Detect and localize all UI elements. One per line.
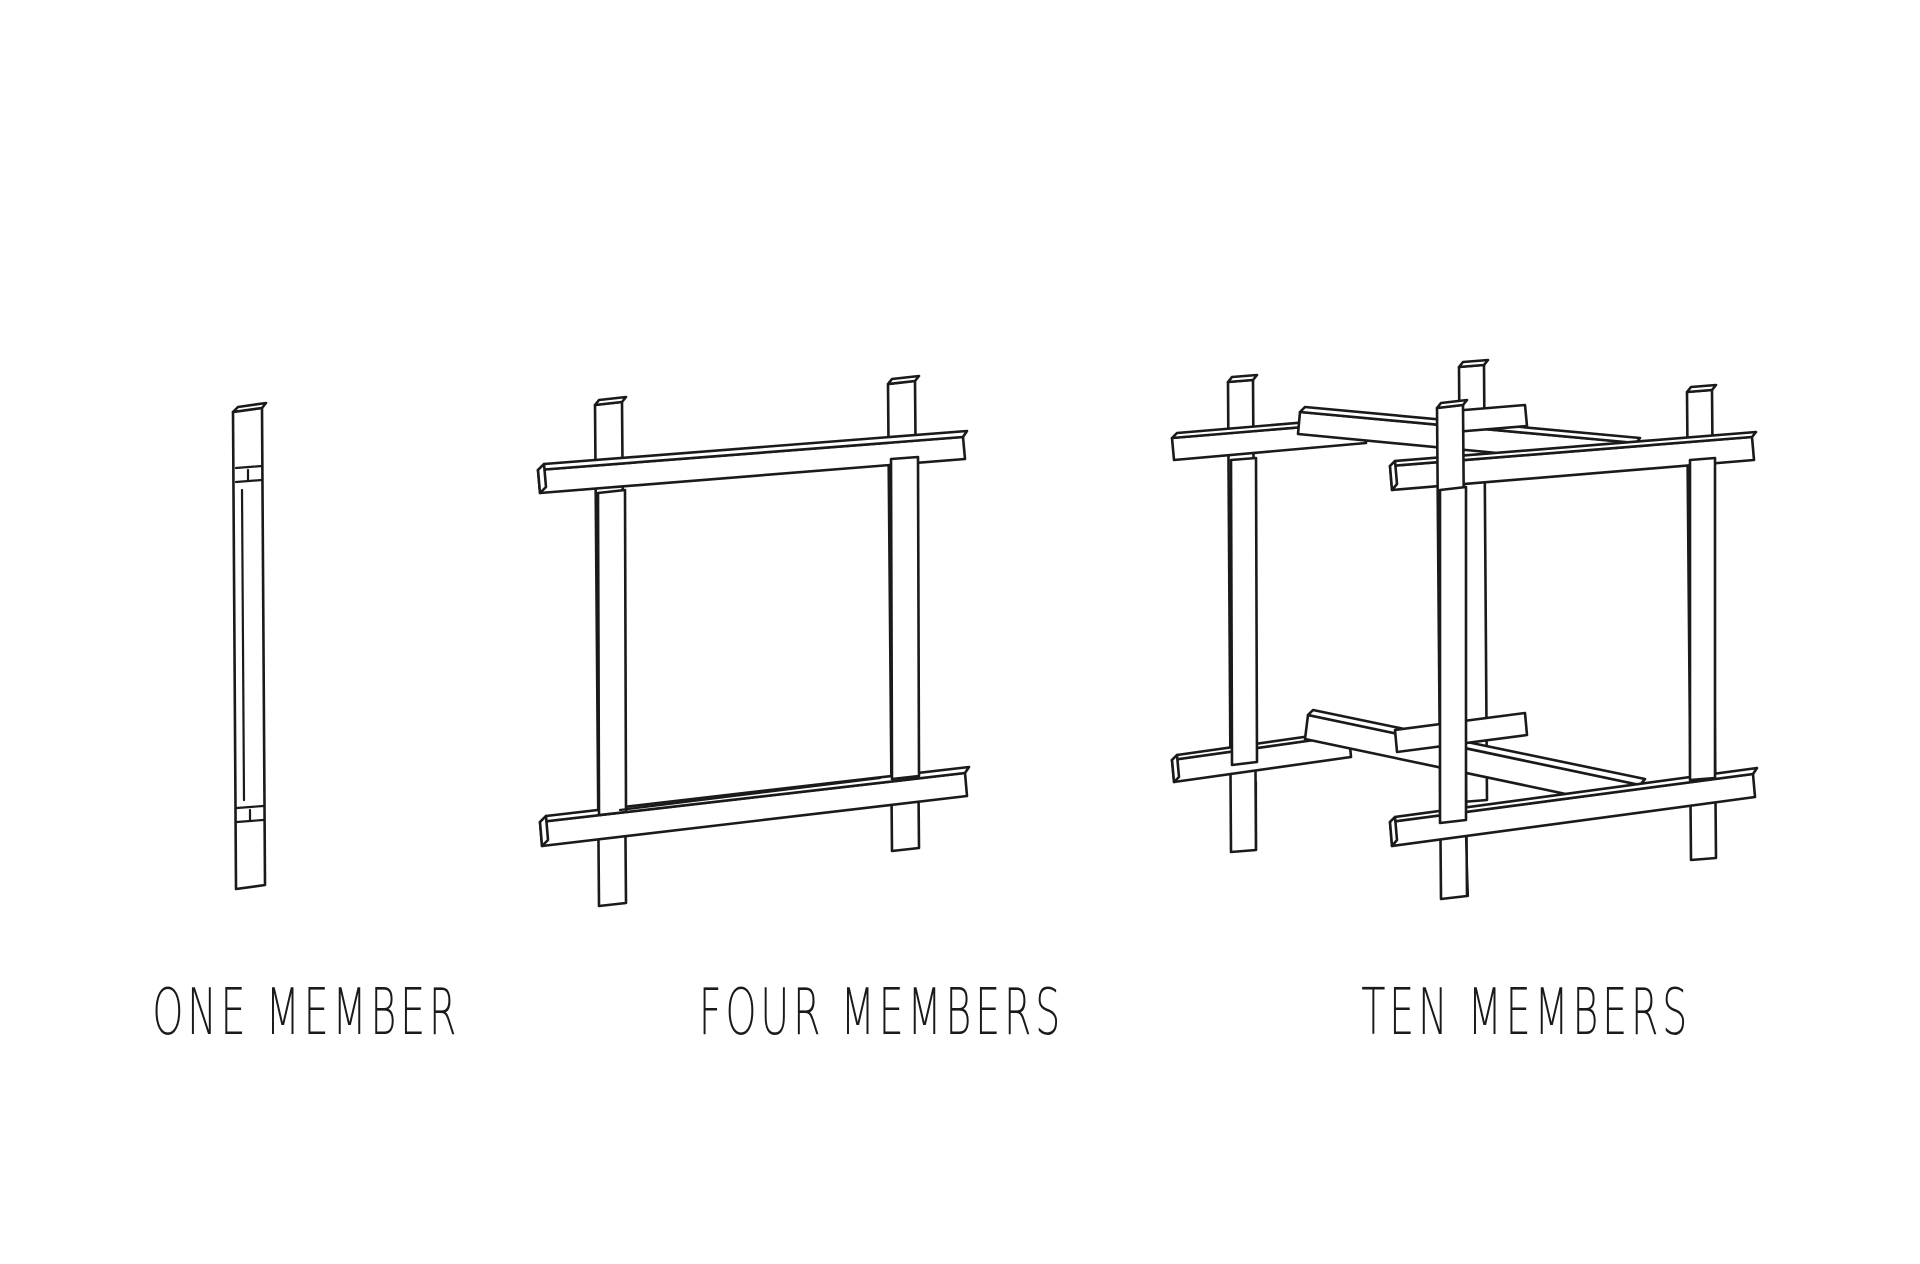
caption-four-members: FOUR MEMBERS [698, 976, 1065, 1050]
one-member-figure [231, 401, 268, 891]
ten-members-figure [1170, 358, 1759, 901]
ten-top-right-beam [1388, 430, 1758, 492]
single-post [231, 401, 268, 891]
ten-bottom-right-beam [1388, 766, 1759, 848]
ten-bottom-diagonal-beam [1303, 708, 1647, 811]
four-top-beam [536, 429, 969, 495]
four-members-figure [536, 374, 971, 908]
caption-ten-members: TEN MEMBERS [1361, 976, 1692, 1050]
caption-one-member: ONE MEMBER [152, 976, 461, 1050]
